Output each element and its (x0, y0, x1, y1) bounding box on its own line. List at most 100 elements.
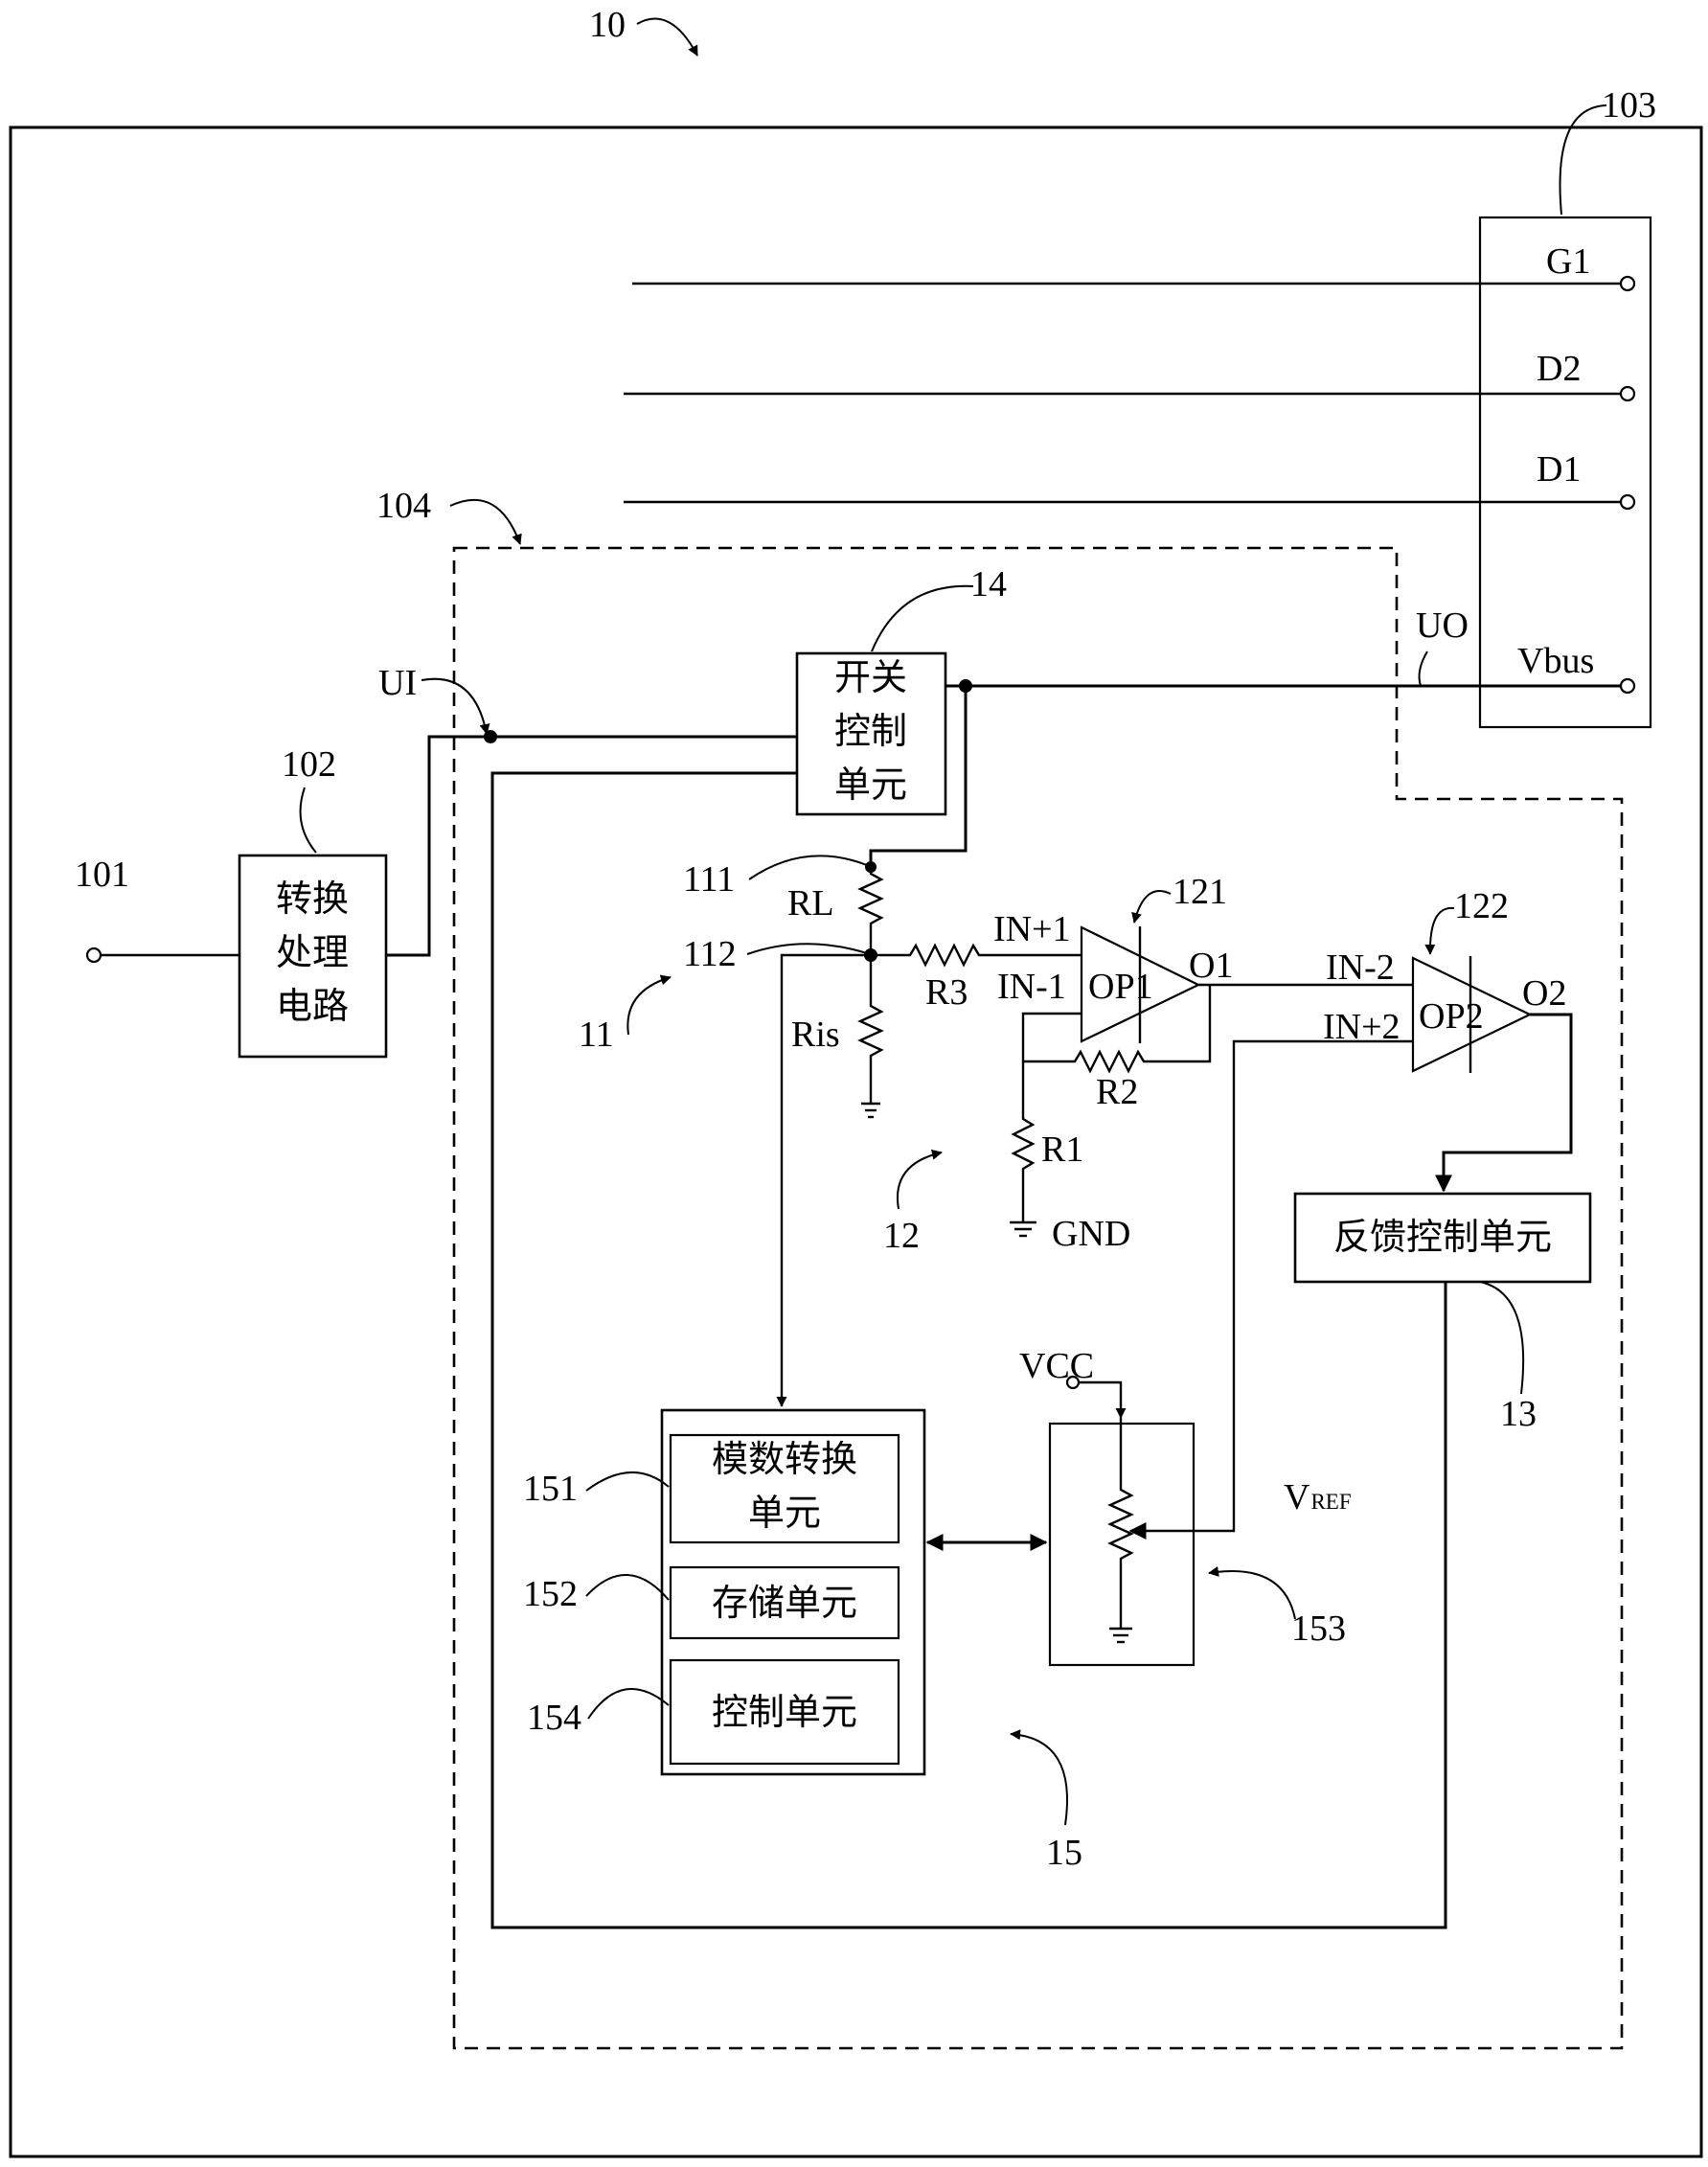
ref-13-label: 13 (1500, 1394, 1537, 1434)
ref-154-leader (587, 1688, 670, 1720)
in-minus-2-label: IN-2 (1326, 947, 1395, 988)
conversion-circuit-line3: 电路 (276, 985, 349, 1027)
ref-102-label: 102 (282, 744, 336, 785)
wire-out-to-rl (869, 686, 968, 867)
terminal-d2 (1619, 385, 1636, 402)
vcc-label: VCC (1019, 1346, 1094, 1386)
ref-153-label: 153 (1291, 1608, 1346, 1649)
ref-151-leader (585, 1471, 670, 1492)
resistor-r3 (871, 943, 1082, 968)
r2-label: R2 (1096, 1072, 1138, 1112)
pin-d2-label: D2 (1537, 349, 1581, 389)
ref-11-label: 11 (579, 1015, 614, 1055)
wire-op1-minus (1021, 1012, 1082, 1061)
ref-10-leader (636, 17, 698, 57)
ref-15-label: 15 (1046, 1833, 1082, 1873)
ref-121-leader (1131, 889, 1172, 924)
ui-leader (421, 677, 490, 735)
storage-unit-box (669, 1565, 900, 1640)
ref-12-label: 12 (883, 1216, 920, 1256)
wire-vcc (1079, 1380, 1127, 1419)
ref-15-leader (1010, 1729, 1069, 1826)
ref-103-leader (1559, 104, 1607, 216)
ref-104-label: 104 (376, 486, 431, 526)
ref-10-label: 10 (589, 5, 626, 45)
pin-g1-label: G1 (1546, 241, 1590, 282)
ref-112-leader (746, 943, 868, 955)
ref-103-label: 103 (1602, 85, 1656, 125)
ref-122-label: 122 (1454, 886, 1509, 926)
feedback-control-box (1293, 1192, 1592, 1284)
switch-control-line2: 控制 (834, 710, 907, 752)
in-minus-1-label: IN-1 (997, 967, 1066, 1007)
resistor-ris (857, 955, 884, 1104)
ref-153-leader (1208, 1566, 1296, 1620)
terminal-d1 (1619, 493, 1636, 511)
adc-unit-line1: 模数转换 (712, 1438, 857, 1480)
uo-leader (1418, 650, 1428, 687)
feedback-control-label: 反馈控制单元 (1333, 1216, 1552, 1258)
ris-label: Ris (791, 1015, 840, 1055)
outer-frame (9, 125, 1703, 2158)
op2-label: OP2 (1419, 996, 1484, 1037)
r1-label: R1 (1041, 1129, 1083, 1170)
control-unit-label: 控制单元 (712, 1691, 857, 1733)
switch-control-line3: 单元 (834, 764, 907, 806)
control-unit-box (669, 1658, 900, 1766)
conversion-circuit-line1: 转换 (276, 878, 349, 920)
adc-unit-box (669, 1433, 900, 1544)
resistor-r2 (1023, 985, 1212, 1074)
terminal-vbus (1619, 677, 1636, 695)
vref-label: VREF (1284, 1477, 1352, 1517)
op1-label: OP1 (1088, 967, 1153, 1007)
ref-152-label: 152 (523, 1574, 578, 1614)
wire-sense-to-adc (776, 953, 871, 1407)
ui-label: UI (378, 663, 417, 703)
conversion-circuit-line2: 处理 (276, 931, 349, 973)
switch-control-box (795, 651, 947, 816)
r3-label: R3 (925, 972, 968, 1013)
wire-vref-to-op2 (1145, 1039, 1413, 1533)
ref-111-leader (748, 855, 868, 880)
ref-104-leader (449, 498, 522, 545)
switch-control-line1: 开关 (834, 656, 907, 698)
ref-14-label: 14 (970, 564, 1007, 604)
wire-feedback-loop (490, 771, 1447, 1929)
pin-d1-label: D1 (1537, 449, 1581, 490)
ref-112-label: 112 (683, 934, 737, 974)
ref-11-leader (626, 974, 672, 1036)
storage-unit-label: 存储单元 (712, 1582, 857, 1624)
ref-102-leader (299, 787, 317, 854)
o1-label: O1 (1189, 946, 1233, 986)
resistor-r1 (1011, 1061, 1036, 1222)
in-plus-1-label: IN+1 (993, 909, 1071, 949)
potentiometer-resistor (1107, 1418, 1134, 1629)
rl-label: RL (787, 883, 834, 924)
vcc-terminal (1065, 1375, 1081, 1390)
conversion-circuit-box (238, 854, 388, 1059)
ref-151-label: 151 (523, 1469, 578, 1509)
ref-122-leader (1424, 906, 1455, 955)
ref-101-label: 101 (75, 855, 129, 895)
connector-103-box (1478, 216, 1652, 729)
ref-111-label: 111 (683, 859, 735, 900)
gnd-label: GND (1052, 1214, 1130, 1254)
block-104-dashed-boundary (452, 546, 1624, 2050)
ref-13-leader (1479, 1281, 1525, 1395)
unit-15-outer-box (660, 1408, 926, 1776)
ref-14-leader (871, 584, 974, 652)
wire-102-to-ui (386, 735, 489, 957)
o2-label: O2 (1522, 973, 1566, 1014)
resistor-rl (857, 867, 884, 955)
ref-154-label: 154 (527, 1698, 581, 1738)
ref-12-leader (897, 1149, 943, 1210)
ref-152-leader (585, 1574, 670, 1601)
pin-vbus-label: Vbus (1517, 641, 1594, 681)
adc-unit-line2: 单元 (748, 1492, 821, 1534)
terminal-101 (85, 947, 102, 964)
ref-121-label: 121 (1173, 872, 1227, 912)
uo-label: UO (1416, 605, 1469, 646)
terminal-g1 (1619, 275, 1636, 292)
wire-o2-to-feedback (1435, 1013, 1573, 1193)
